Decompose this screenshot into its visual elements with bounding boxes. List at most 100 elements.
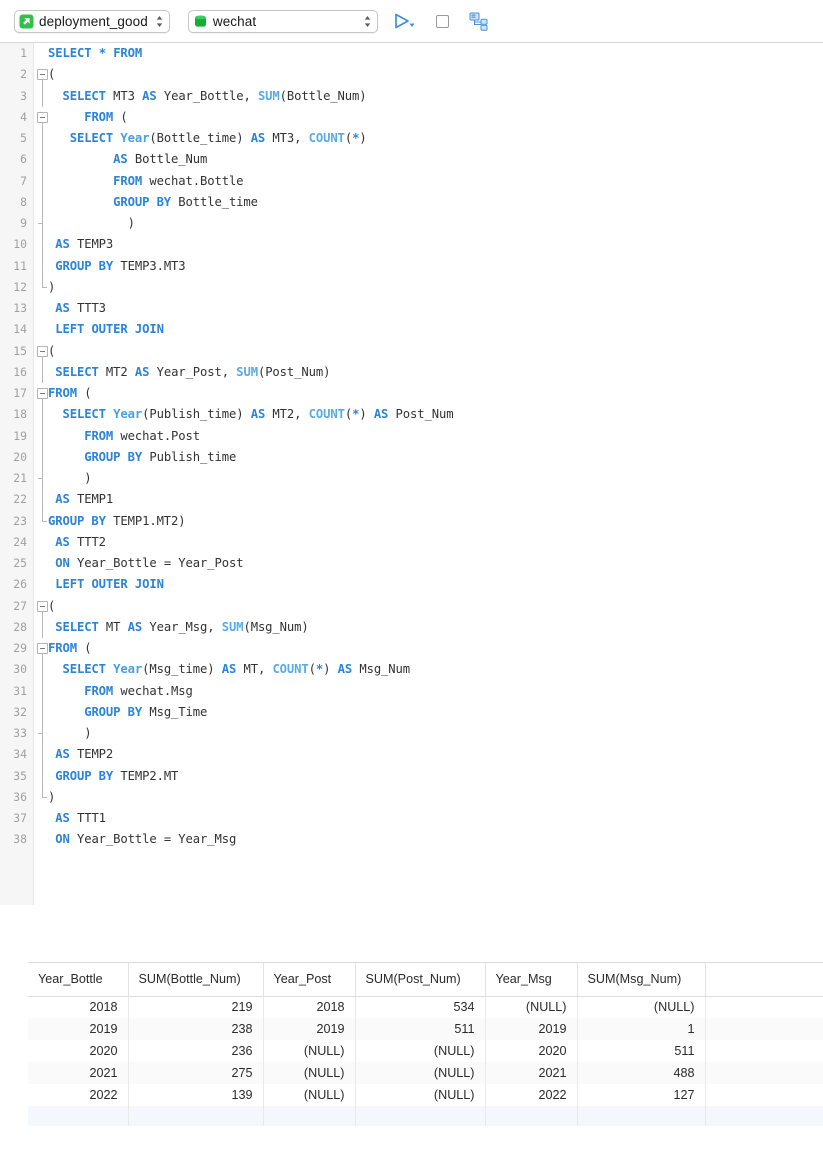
column-header[interactable]: SUM(Bottle_Num) bbox=[128, 963, 264, 997]
table-cell[interactable] bbox=[705, 1084, 823, 1106]
code-line[interactable]: 37 AS TTT1 bbox=[0, 808, 823, 829]
table-cell[interactable]: 2020 bbox=[28, 1040, 129, 1062]
table-cell[interactable]: 2019 bbox=[485, 1018, 578, 1040]
code-line[interactable]: 31 FROM wechat.Msg bbox=[0, 680, 823, 702]
table-cell[interactable]: 139 bbox=[128, 1084, 264, 1106]
table-cell[interactable] bbox=[128, 1106, 264, 1126]
table-cell[interactable]: 236 bbox=[128, 1040, 264, 1062]
table-cell[interactable]: 2019 bbox=[28, 1018, 129, 1040]
stop-button[interactable] bbox=[430, 8, 456, 34]
table-cell[interactable]: (NULL) bbox=[263, 1084, 356, 1106]
code-line[interactable]: 10 AS TEMP3 bbox=[0, 234, 823, 256]
table-cell[interactable]: 534 bbox=[355, 996, 486, 1018]
table-cell[interactable]: (NULL) bbox=[577, 996, 706, 1018]
chevron-updown-icon[interactable] bbox=[362, 13, 373, 30]
table-cell[interactable] bbox=[705, 1018, 823, 1040]
code-line[interactable]: 13 AS TTT3 bbox=[0, 298, 823, 319]
fold-toggle-icon[interactable] bbox=[37, 345, 48, 357]
table-cell[interactable]: (NULL) bbox=[355, 1040, 486, 1062]
table-cell[interactable]: (NULL) bbox=[485, 996, 578, 1018]
code-line[interactable]: 24 AS TTT2 bbox=[0, 532, 823, 553]
fold-toggle-icon[interactable] bbox=[37, 388, 48, 399]
code-line[interactable]: 34 AS TEMP2 bbox=[0, 744, 823, 766]
fold-toggle-icon[interactable] bbox=[37, 600, 48, 612]
table-cell[interactable]: 2021 bbox=[485, 1062, 578, 1084]
code-line[interactable]: 33 ) bbox=[0, 723, 823, 745]
fold-toggle-icon[interactable] bbox=[37, 111, 48, 123]
code-line[interactable]: 32 GROUP BY Msg_Time bbox=[0, 701, 823, 723]
table-cell[interactable]: 511 bbox=[577, 1040, 706, 1062]
connection-selector[interactable]: deployment_good bbox=[14, 9, 170, 33]
table-cell[interactable] bbox=[28, 1106, 129, 1126]
table-cell[interactable]: 2021 bbox=[28, 1062, 129, 1084]
table-cell[interactable]: (NULL) bbox=[355, 1062, 486, 1084]
table-cell[interactable] bbox=[485, 1106, 578, 1126]
code-line[interactable]: 22 AS TEMP1 bbox=[0, 489, 823, 511]
code-line[interactable]: 21 ) bbox=[0, 468, 823, 490]
table-row-placeholder[interactable] bbox=[28, 1106, 823, 1126]
code-line[interactable]: 27( bbox=[0, 596, 823, 618]
code-line[interactable]: 2( bbox=[0, 64, 823, 87]
table-cell[interactable]: 238 bbox=[128, 1018, 264, 1040]
code-line[interactable]: 4 FROM ( bbox=[0, 107, 823, 129]
table-cell[interactable]: 275 bbox=[128, 1062, 264, 1084]
column-header[interactable]: SUM(Post_Num) bbox=[355, 963, 486, 997]
run-button[interactable] bbox=[392, 8, 420, 34]
code-line[interactable]: 30 SELECT Year(Msg_time) AS MT, COUNT(*)… bbox=[0, 659, 823, 681]
table-cell[interactable]: 488 bbox=[577, 1062, 706, 1084]
table-cell[interactable]: 2018 bbox=[263, 996, 356, 1018]
code-line[interactable]: 15( bbox=[0, 341, 823, 363]
code-line[interactable]: 18 SELECT Year(Publish_time) AS MT2, COU… bbox=[0, 404, 823, 426]
table-cell[interactable]: 219 bbox=[128, 996, 264, 1018]
code-line[interactable]: 12) bbox=[0, 276, 823, 298]
table-cell[interactable] bbox=[705, 996, 823, 1018]
column-header-spacer[interactable] bbox=[705, 963, 823, 997]
code-line[interactable]: 11 GROUP BY TEMP3.MT3 bbox=[0, 255, 823, 277]
table-cell[interactable] bbox=[263, 1106, 356, 1126]
chevron-updown-icon[interactable] bbox=[154, 13, 165, 30]
table-cell[interactable]: 2022 bbox=[485, 1084, 578, 1106]
code-line[interactable]: 35 GROUP BY TEMP2.MT bbox=[0, 765, 823, 787]
code-line[interactable]: 28 SELECT MT AS Year_Msg, SUM(Msg_Num) bbox=[0, 616, 823, 638]
table-cell[interactable]: 1 bbox=[577, 1018, 706, 1040]
column-header[interactable]: SUM(Msg_Num) bbox=[577, 963, 706, 997]
table-cell[interactable] bbox=[355, 1106, 486, 1126]
code-line[interactable]: 20 GROUP BY Publish_time bbox=[0, 446, 823, 468]
code-line[interactable]: 3 SELECT MT3 AS Year_Bottle, SUM(Bottle_… bbox=[0, 85, 823, 107]
table-cell[interactable]: 2020 bbox=[485, 1040, 578, 1062]
column-header[interactable]: Year_Bottle bbox=[28, 963, 129, 997]
code-line[interactable]: 36) bbox=[0, 786, 823, 808]
code-line[interactable]: 14 LEFT OUTER JOIN bbox=[0, 319, 823, 340]
table-cell[interactable]: 2022 bbox=[28, 1084, 129, 1106]
fold-toggle-icon[interactable] bbox=[37, 69, 48, 81]
table-cell[interactable]: (NULL) bbox=[263, 1040, 356, 1062]
code-line[interactable]: 7 FROM wechat.Bottle bbox=[0, 170, 823, 192]
code-line[interactable]: 16 SELECT MT2 AS Year_Post, SUM(Post_Num… bbox=[0, 361, 823, 383]
explain-plan-button[interactable] bbox=[466, 8, 492, 34]
column-header[interactable]: Year_Msg bbox=[485, 963, 578, 997]
code-line[interactable]: 6 AS Bottle_Num bbox=[0, 149, 823, 171]
code-line[interactable]: 38 ON Year_Bottle = Year_Msg bbox=[0, 829, 823, 850]
column-header[interactable]: Year_Post bbox=[263, 963, 356, 997]
code-line[interactable]: 19 FROM wechat.Post bbox=[0, 425, 823, 447]
table-cell[interactable] bbox=[705, 1106, 823, 1126]
table-cell[interactable]: (NULL) bbox=[263, 1062, 356, 1084]
table-cell[interactable] bbox=[577, 1106, 706, 1126]
fold-toggle-icon[interactable] bbox=[37, 643, 48, 654]
code-line[interactable]: 5 SELECT Year(Bottle_time) AS MT3, COUNT… bbox=[0, 128, 823, 150]
table-cell[interactable]: 2019 bbox=[263, 1018, 356, 1040]
table-cell[interactable]: 127 bbox=[577, 1084, 706, 1106]
